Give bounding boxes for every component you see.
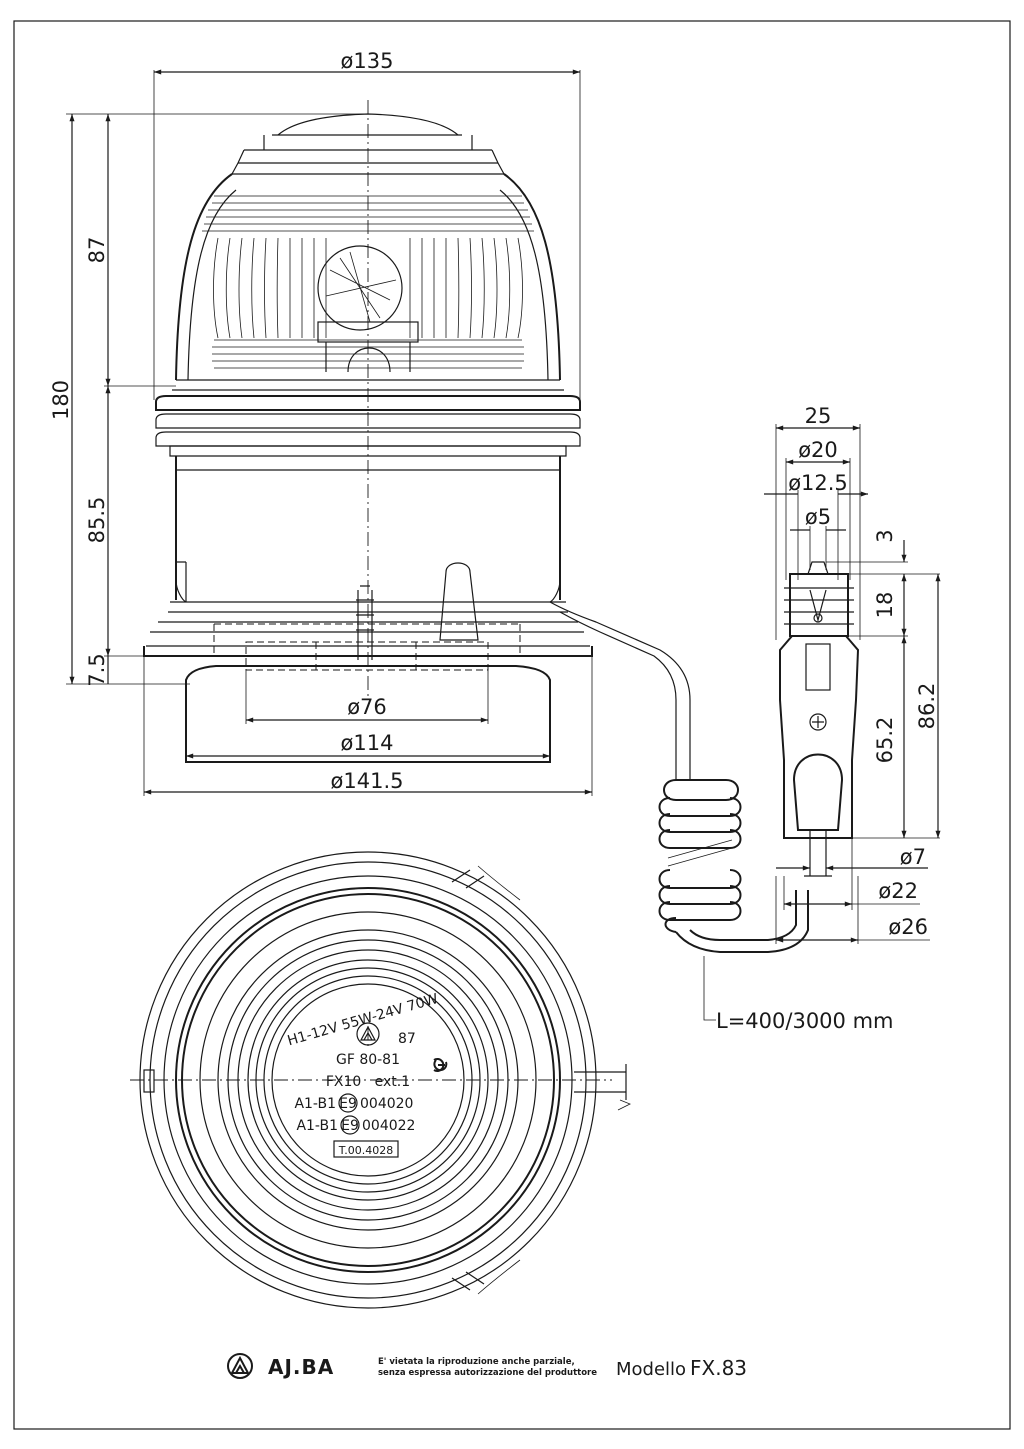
lens-markings: H1-12V 55W-24V 70W 87 GF 80-81 FX10 ext.… (286, 991, 448, 1158)
footer-notice-line2: senza espressa autorizzazione del produt… (378, 1368, 597, 1378)
dim-87-text: 87 (85, 237, 109, 264)
dim-plug-d5: ø5 (790, 505, 846, 570)
dim-plug-d7: ø7 (776, 845, 928, 871)
dim-plug-d5-text: ø5 (805, 505, 831, 529)
dim-plug-86-2-text: 86.2 (915, 683, 939, 730)
dim-plug-d7-text: ø7 (900, 845, 926, 869)
lens-approval1-num: 004020 (360, 1096, 413, 1112)
ce-mark-icon (433, 1058, 448, 1072)
dim-7-5: 7.5 (85, 653, 109, 686)
dim-87: 87 (85, 113, 176, 387)
brand-logo-icon (227, 1353, 253, 1379)
dim-d114-text: ø114 (341, 731, 394, 755)
lens-tcode: T.00.4028 (338, 1144, 393, 1157)
dim-plug-65-2-text: 65.2 (873, 717, 897, 764)
dim-plug-18: 18 (848, 573, 940, 637)
lens-fx: FX10 ext.1 (326, 1074, 410, 1090)
dim-d141-5: ø141.5 (143, 656, 593, 796)
footer: AJ.BA E' vietata la riproduzione anche p… (227, 1353, 747, 1380)
dim-d141-5-text: ø141.5 (331, 769, 404, 793)
dim-d76-text: ø76 (347, 695, 387, 719)
lens-gf: GF 80-81 (336, 1052, 400, 1068)
dim-d76: ø76 (245, 670, 489, 724)
dim-plug-d12-5: ø12.5 (764, 471, 868, 580)
dim-d135-text: ø135 (341, 49, 394, 73)
dim-plug-25-text: 25 (805, 404, 832, 428)
dim-plug-d20: ø20 (785, 438, 851, 580)
dim-plug-3-text: 3 (873, 529, 897, 542)
dim-plug-65-2: 65.2 (852, 636, 940, 839)
dim-plug-3: 3 (826, 529, 908, 563)
dim-plug-86-2: 86.2 (915, 574, 941, 838)
dim-plug-d26: ø26 (775, 876, 930, 944)
footer-notice-line1: E' vietata la riproduzione anche parzial… (378, 1357, 575, 1367)
dim-d114: ø114 (185, 731, 551, 762)
dim-d135: ø135 (153, 49, 581, 400)
plug-view (779, 561, 860, 877)
lens-approval2-e: E9 (341, 1118, 359, 1134)
dim-plug-d12-5-text: ø12.5 (788, 471, 848, 495)
lens-code-87: 87 (398, 1031, 416, 1047)
lens-approval1-e: E9 (339, 1096, 357, 1112)
coiled-cable (658, 779, 809, 953)
lens-approval2-prefix: A1-B1 (296, 1118, 338, 1134)
dim-85-5-text: 85.5 (85, 497, 109, 544)
dim-plug-d22: ø22 (783, 838, 920, 910)
beacon-top-view (130, 851, 631, 1309)
dim-180-text: 180 (49, 380, 73, 420)
dim-plug-25: 25 (775, 404, 861, 640)
lens-approval2-num: 004022 (362, 1118, 415, 1134)
dim-cable-length: L=400/3000 mm (703, 956, 894, 1033)
dim-85-5: 85.5 (85, 386, 150, 657)
dim-180: 180 (49, 113, 368, 685)
dim-plug-d26-text: ø26 (888, 915, 928, 939)
lens-approval1-prefix: A1-B1 (294, 1096, 336, 1112)
dim-plug-18-text: 18 (873, 592, 897, 619)
dim-7-5-text: 7.5 (85, 653, 109, 686)
dim-plug-d20-text: ø20 (798, 438, 838, 462)
dim-cable-length-text: L=400/3000 mm (716, 1009, 894, 1033)
brand-name: AJ.BA (268, 1355, 334, 1379)
triangle-logo-icon (356, 1022, 380, 1046)
model-code: FX.83 (690, 1356, 747, 1380)
beacon-side-view (143, 113, 691, 780)
sheet-border (13, 20, 1011, 1430)
model-label: Modello (616, 1359, 686, 1380)
dim-plug-d22-text: ø22 (878, 879, 918, 903)
